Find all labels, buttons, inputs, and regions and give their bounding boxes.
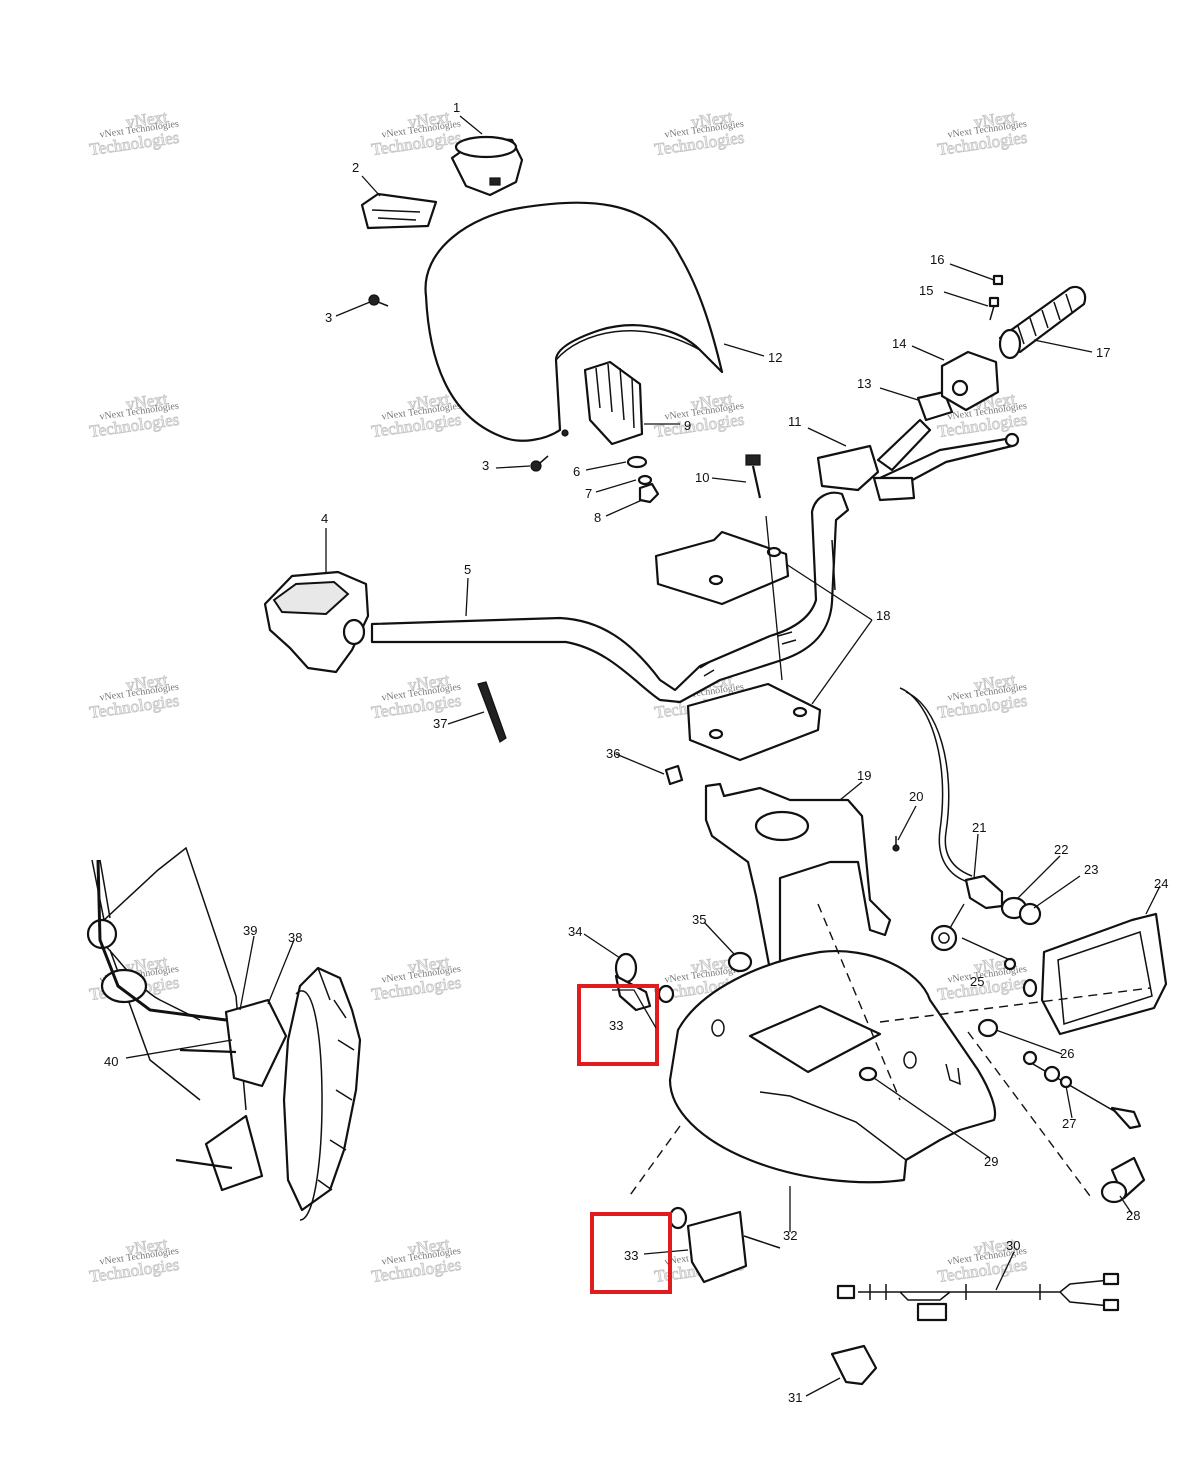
callout-30: 30 bbox=[1006, 1238, 1020, 1253]
inset-brake-assembly[interactable] bbox=[86, 846, 362, 1221]
callout-39: 39 bbox=[243, 923, 257, 938]
part-28-grommet[interactable] bbox=[1100, 1156, 1146, 1204]
part-31-clamp[interactable] bbox=[830, 1344, 878, 1386]
part-6-7-8-hardware[interactable] bbox=[626, 455, 660, 504]
part-36-clip[interactable] bbox=[664, 764, 684, 786]
part-26-washer[interactable] bbox=[977, 1018, 999, 1038]
callout-38: 38 bbox=[288, 930, 302, 945]
part-33-lower-connector[interactable] bbox=[668, 1206, 781, 1284]
part-21-socket[interactable] bbox=[961, 874, 1011, 961]
part-25-bulb-gear[interactable] bbox=[930, 924, 1017, 971]
callout-21: 21 bbox=[972, 820, 986, 835]
callout-17: 17 bbox=[1096, 345, 1110, 360]
part-22-23-rings[interactable] bbox=[1000, 896, 1042, 926]
part-1-cap[interactable] bbox=[450, 135, 524, 197]
dashed-guides bbox=[627, 903, 1151, 1199]
callout-27: 27 bbox=[1062, 1116, 1076, 1131]
part-35-ring[interactable] bbox=[657, 951, 753, 1004]
part-17-grip[interactable] bbox=[998, 285, 1087, 360]
callout-13: 13 bbox=[857, 376, 871, 391]
callout-4: 4 bbox=[321, 511, 328, 526]
callout-28: 28 bbox=[1126, 1208, 1140, 1223]
callout-31: 31 bbox=[788, 1390, 802, 1405]
part-9-bracket[interactable] bbox=[583, 360, 644, 446]
callout-10: 10 bbox=[695, 470, 709, 485]
callout-20: 20 bbox=[909, 789, 923, 804]
callout-19: 19 bbox=[857, 768, 871, 783]
callout-26: 26 bbox=[1060, 1046, 1074, 1061]
part-24-headlamp[interactable] bbox=[1022, 912, 1168, 1036]
part-30-wire-harness[interactable] bbox=[836, 1272, 1120, 1322]
part-37-tie-strap[interactable] bbox=[477, 681, 507, 743]
highlight-box-part-33-lower bbox=[590, 1212, 672, 1294]
callout-3a: 3 bbox=[325, 310, 332, 325]
wire-cable bbox=[899, 687, 973, 883]
part-4-left-control[interactable] bbox=[263, 570, 370, 674]
callout-3b: 3 bbox=[482, 458, 489, 473]
callout-11: 11 bbox=[788, 414, 802, 429]
callout-14: 14 bbox=[892, 336, 906, 351]
highlight-box-part-33-upper bbox=[577, 984, 659, 1066]
callout-35: 35 bbox=[692, 912, 706, 927]
callout-16: 16 bbox=[930, 252, 944, 267]
callout-7: 7 bbox=[585, 486, 592, 501]
callout-25: 25 bbox=[970, 974, 984, 989]
part-11-brake-lever[interactable] bbox=[816, 418, 1020, 502]
callout-37: 37 bbox=[433, 716, 447, 731]
part-20-screw[interactable] bbox=[892, 836, 900, 852]
callout-36: 36 bbox=[606, 746, 620, 761]
callout-33b: 33 bbox=[624, 1248, 638, 1263]
part-34-grommet[interactable] bbox=[614, 952, 652, 1012]
leader-lines bbox=[125, 115, 1161, 1397]
callout-29: 29 bbox=[984, 1154, 998, 1169]
part-27-adjuster[interactable] bbox=[1022, 1050, 1142, 1130]
callout-32: 32 bbox=[783, 1228, 797, 1243]
callout-33a: 33 bbox=[609, 1018, 623, 1033]
callout-18: 18 bbox=[876, 608, 890, 623]
part-14-throttle[interactable] bbox=[940, 350, 1000, 412]
callout-5: 5 bbox=[464, 562, 471, 577]
callout-23: 23 bbox=[1084, 862, 1098, 877]
callout-12: 12 bbox=[768, 350, 782, 365]
part-32-housing[interactable] bbox=[668, 950, 997, 1184]
callout-1: 1 bbox=[453, 100, 460, 115]
callout-9: 9 bbox=[684, 418, 691, 433]
part-13-spacer[interactable] bbox=[916, 390, 954, 422]
part-29-clip[interactable] bbox=[858, 1066, 878, 1082]
part-15-16-screws[interactable] bbox=[988, 274, 1004, 321]
callout-15: 15 bbox=[919, 283, 933, 298]
callout-40: 40 bbox=[104, 1054, 118, 1069]
callout-34: 34 bbox=[568, 924, 582, 939]
part-5-handlebar[interactable] bbox=[370, 491, 850, 704]
callout-labels: 1 2 3 3 4 5 6 7 8 9 10 11 12 13 14 15 16… bbox=[104, 100, 1168, 1405]
part-10-bolt[interactable] bbox=[745, 454, 762, 499]
callout-8: 8 bbox=[594, 510, 601, 525]
part-19-mount-bracket[interactable] bbox=[704, 782, 892, 997]
part-2-switch[interactable] bbox=[360, 192, 438, 230]
callout-2: 2 bbox=[352, 160, 359, 175]
part-12-headlight-pod[interactable] bbox=[424, 201, 724, 442]
callout-6: 6 bbox=[573, 464, 580, 479]
callout-24: 24 bbox=[1154, 876, 1168, 891]
part-18-clamps[interactable] bbox=[654, 515, 822, 762]
callout-22: 22 bbox=[1054, 842, 1068, 857]
part-3-screw[interactable] bbox=[368, 294, 569, 472]
